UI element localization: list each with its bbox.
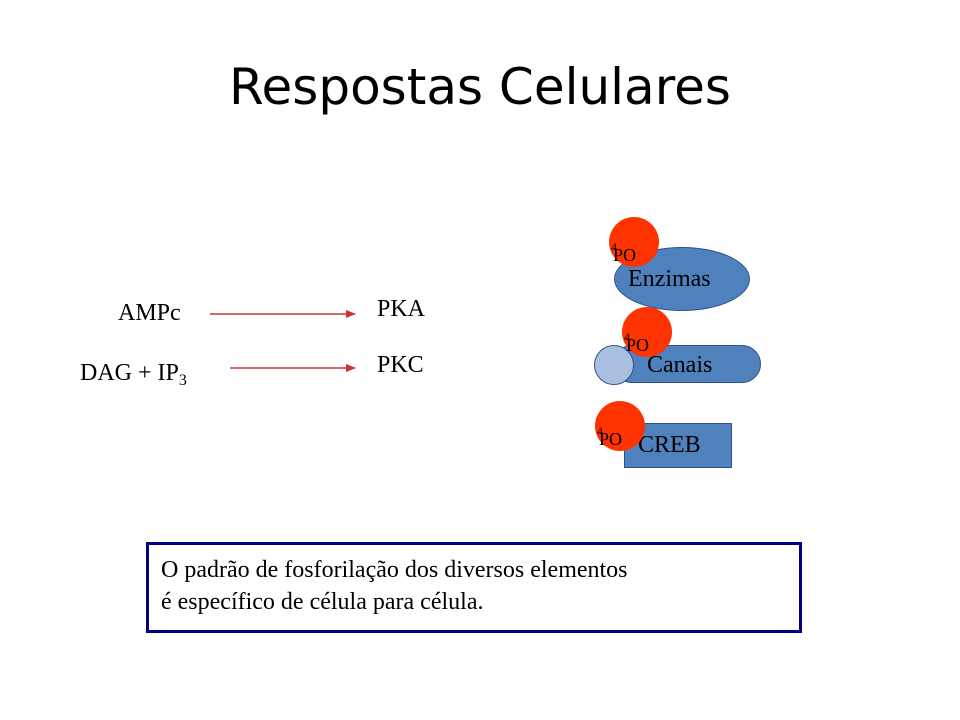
- enzimas-label: Enzimas: [628, 266, 711, 292]
- pka-label: PKA: [377, 296, 426, 322]
- dag-ip3-text: DAG + IP: [80, 360, 179, 386]
- phosphate-enzimas-text: PO: [613, 245, 637, 265]
- ampc-label: AMPc: [118, 300, 181, 326]
- pkc-label: PKC: [377, 352, 424, 378]
- dag-ip3-subscript: 3: [178, 372, 187, 389]
- creb-label: CREB: [638, 432, 701, 458]
- phosphate-creb-text: PO: [599, 429, 623, 449]
- dag-ip3-label: DAG + IP3: [80, 360, 187, 389]
- phosphate-canais-sub: 4: [624, 330, 630, 344]
- note-line-1: O padrão de fosforilação dos diversos el…: [161, 557, 628, 583]
- note-line-2: é específico de célula para célula.: [161, 589, 484, 615]
- canais-label: Canais: [647, 352, 713, 378]
- slide-title: Respostas Celulares: [229, 58, 731, 116]
- phosphate-canais-text: PO: [626, 335, 650, 355]
- note-box: O padrão de fosforilação dos diversos el…: [146, 542, 802, 633]
- phosphate-creb-sub: 4: [597, 424, 603, 438]
- phosphate-enzimas-sub: 4: [611, 240, 617, 254]
- channel-pore-icon: [594, 345, 634, 385]
